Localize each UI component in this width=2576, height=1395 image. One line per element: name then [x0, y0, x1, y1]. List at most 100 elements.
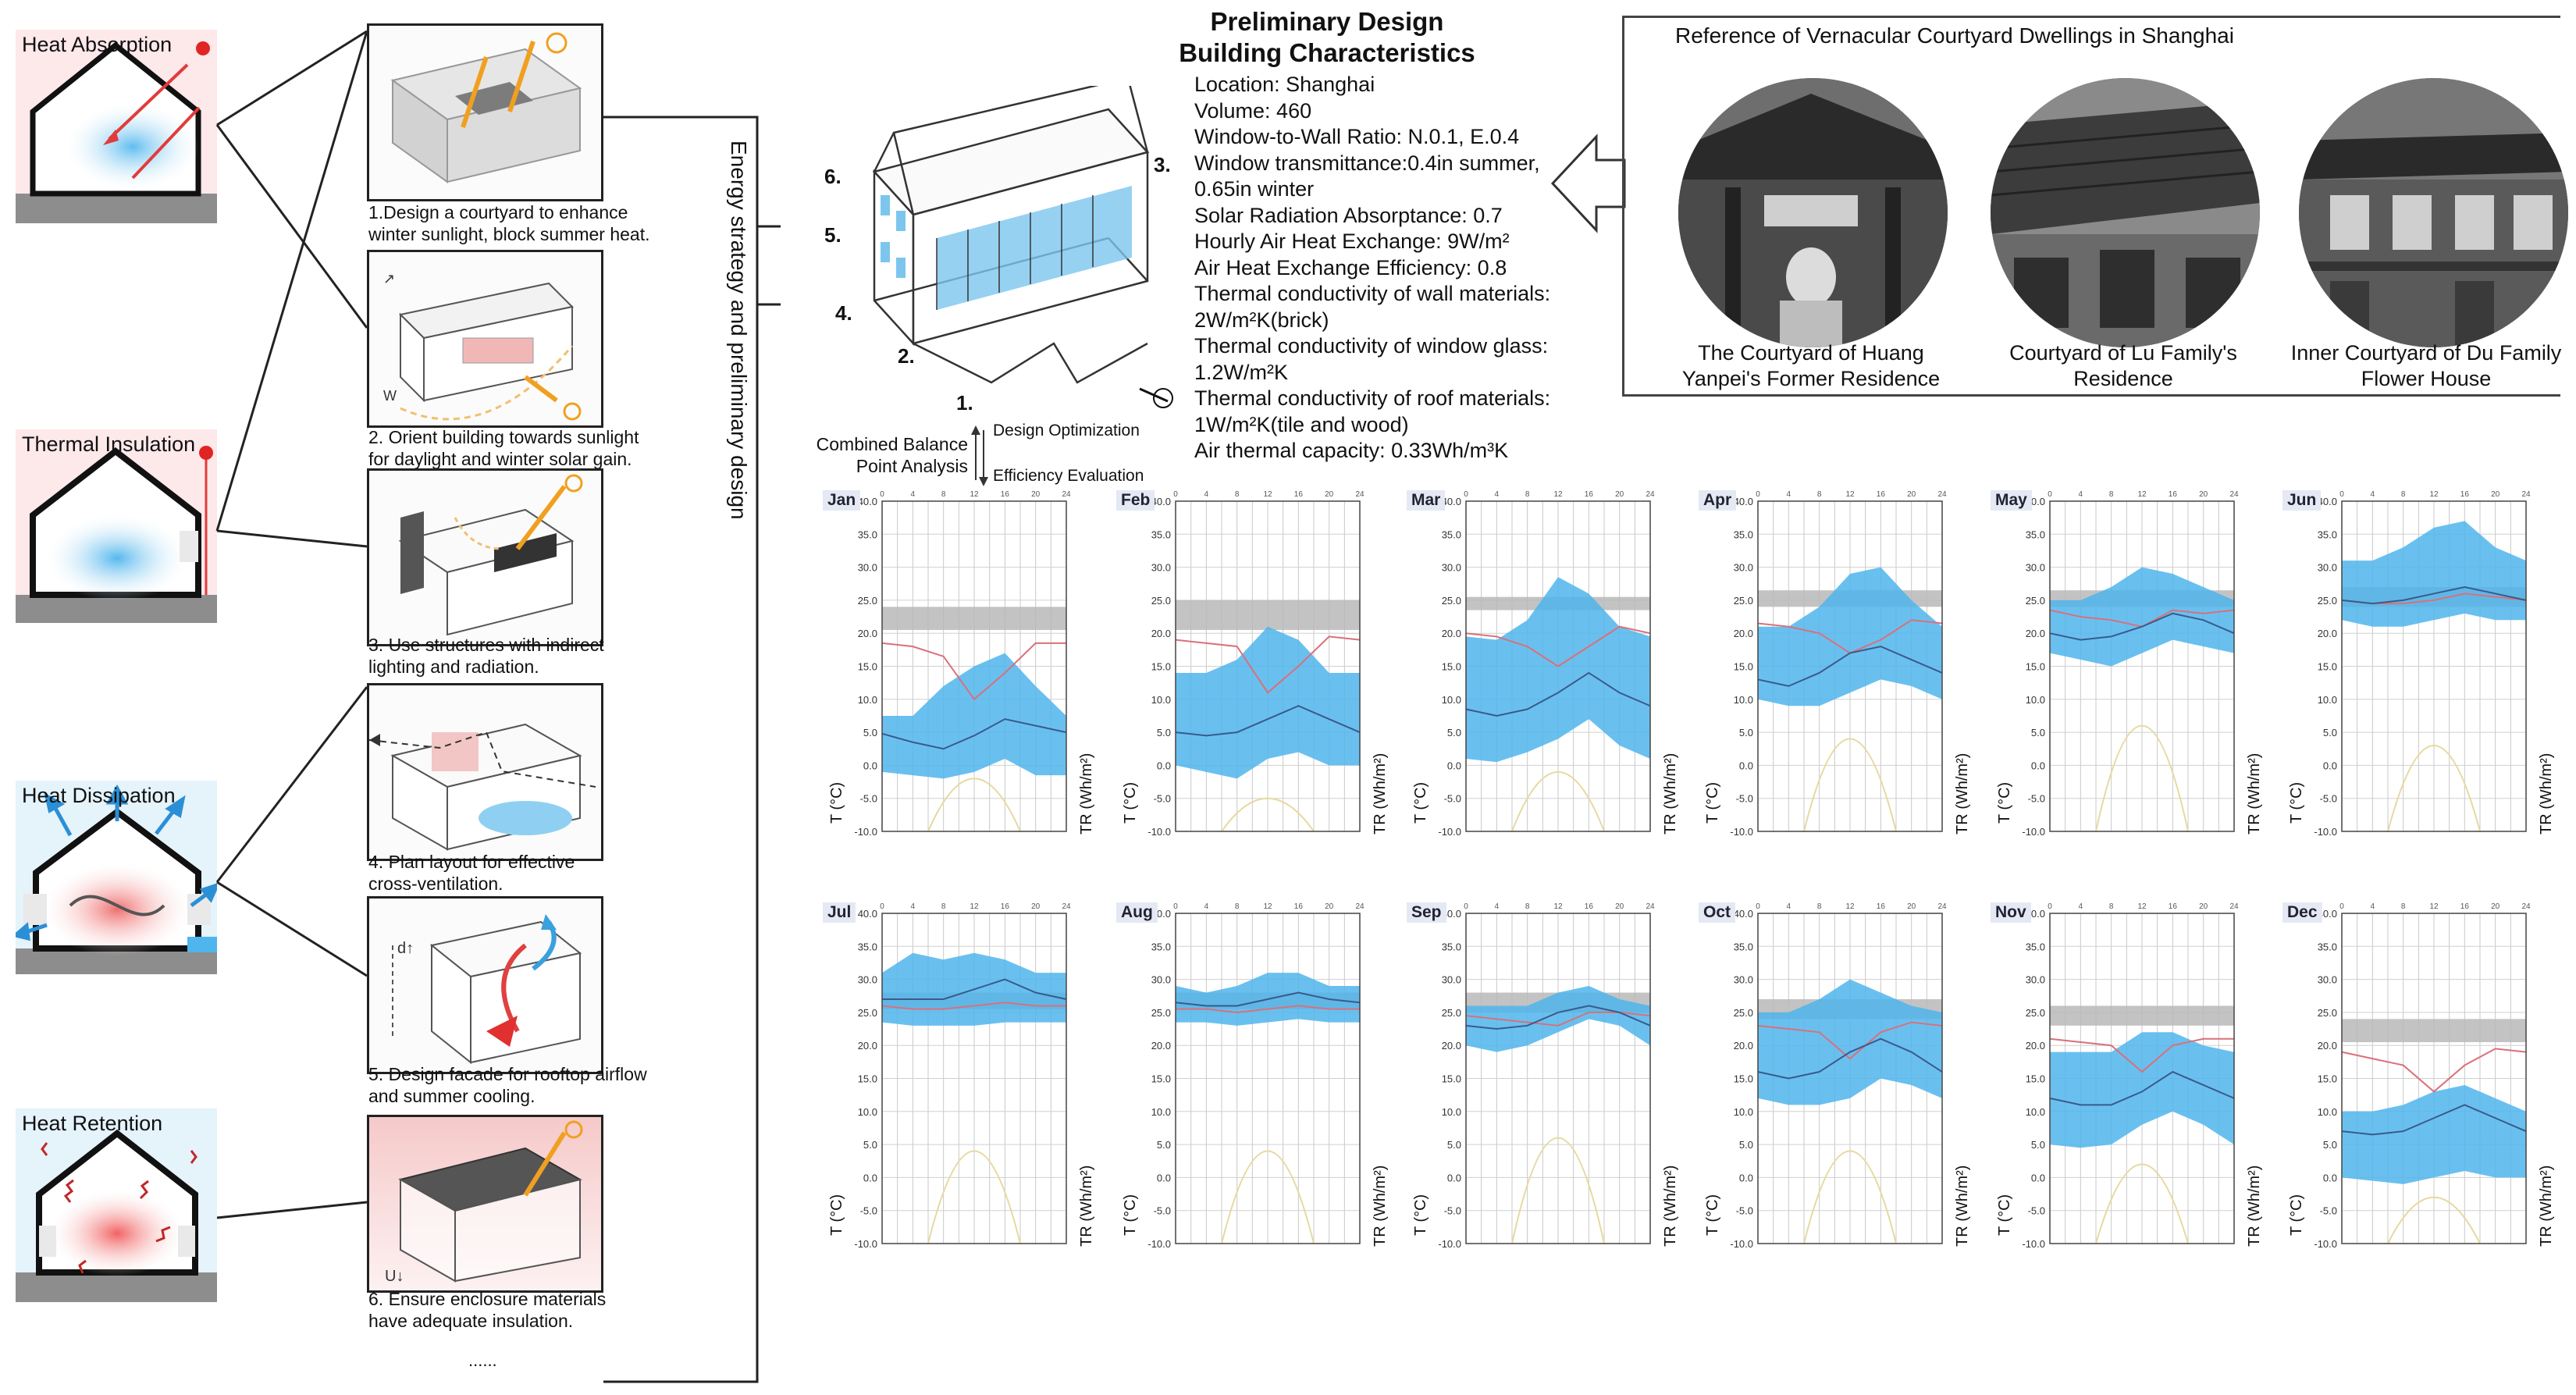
- y-tick-label: -5.0: [2320, 1205, 2337, 1217]
- x-tick-label: 16: [1294, 490, 1304, 499]
- month-chart-svg: 40.035.030.025.020.015.010.05.00.0-5.0-1…: [1996, 490, 2263, 838]
- design-param-line: Window transmittance:0.4in summer,: [1194, 151, 1540, 175]
- y-tick-label: 5.0: [2031, 727, 2045, 738]
- strategy-box-6: U↓: [367, 1115, 603, 1293]
- y-tick-label: -10.0: [2022, 826, 2045, 838]
- x-tick-label: 4: [1204, 490, 1209, 499]
- caption-line: winter sunlight, block summer heat.: [368, 224, 650, 244]
- mean-temperature-line: [1465, 671, 1651, 717]
- plot-frame: [2341, 500, 2527, 832]
- design-param-line: 2W/m²K(brick): [1194, 308, 1329, 332]
- north-arrow-icon: [1139, 387, 1173, 408]
- x-tick-label: 20: [1615, 902, 1624, 911]
- y-tick-label: 15.0: [858, 661, 877, 673]
- x-tick-label: 24: [2521, 490, 2531, 499]
- x-tick-label: 16: [1877, 902, 1886, 911]
- x-tick-label: 20: [2199, 902, 2208, 911]
- design-param-line: Volume: 460: [1194, 98, 1312, 123]
- y-tick-label: 35.0: [858, 941, 877, 952]
- y-tick-label: 0.0: [1447, 1172, 1461, 1183]
- y-tick-label: 40.0: [1442, 908, 1461, 920]
- y-tick-label: 40.0: [1734, 496, 1753, 507]
- strategy-box-5: d↑: [367, 896, 603, 1074]
- x-tick-label: 8: [2109, 902, 2114, 911]
- enclosure-insulation-diagram: U↓: [369, 1117, 601, 1290]
- x-tick-label: 4: [1787, 902, 1791, 911]
- house-heat-absorption: Heat Absorption: [16, 30, 217, 223]
- svg-text:d↑: d↑: [397, 940, 414, 957]
- indirect-lighting-diagram: [398, 474, 583, 636]
- process-left-line: Combined Balance: [816, 434, 968, 454]
- y-tick-label: 0.0: [2323, 760, 2337, 771]
- month-label: May: [1991, 490, 2032, 511]
- y-tick-label: 5.0: [1447, 727, 1461, 738]
- y-tick-label: 10.0: [1734, 1106, 1753, 1118]
- indoor-temperature-line: [1465, 625, 1651, 667]
- x-tick-label: 20: [1907, 490, 1916, 499]
- photo-caption-2: Courtyard of Lu Family's Residence: [1975, 340, 2272, 392]
- y-axis-label: T (°C): [2288, 782, 2305, 824]
- mean-temperature-line: [1175, 991, 1361, 1007]
- x-tick-label: 12: [2137, 490, 2147, 499]
- plot-frame: [2049, 913, 2235, 1244]
- y2-axis-label: TR (Wh/m²): [2246, 753, 2263, 835]
- svg-text:U↓: U↓: [385, 1268, 404, 1285]
- strategy-caption-3: 3. Use structures with indirect lighting…: [368, 634, 696, 678]
- caption-line: for daylight and winter solar gain.: [368, 449, 632, 469]
- house-heat-dissipation: Heat Dissipation: [11, 781, 221, 974]
- plot-frame: [2049, 500, 2235, 832]
- design-param-line: 1.2W/m²K: [1194, 360, 1289, 384]
- solar-radiation-line: [1803, 1150, 1897, 1244]
- y-tick-label: 10.0: [2026, 694, 2045, 706]
- reference-panel: [1622, 16, 2560, 397]
- caption-line: lighting and radiation.: [368, 657, 539, 677]
- y-tick-label: 5.0: [863, 727, 877, 738]
- y-tick-label: -10.0: [1438, 826, 1461, 838]
- y-tick-label: 15.0: [2026, 1073, 2045, 1085]
- y-tick-label: 20.0: [1442, 628, 1461, 639]
- y2-axis-label: TR (Wh/m²): [1372, 1165, 1389, 1247]
- building-model-diagram: 6. 3. 5. 4. 2. 1.: [824, 86, 1173, 414]
- indoor-temperature-line: [1757, 1021, 1943, 1060]
- photo-lu-family: [1991, 78, 2260, 347]
- y-tick-label: -10.0: [1147, 826, 1171, 838]
- orientation-diagram: ↗ W: [383, 271, 582, 421]
- x-tick-label: 0: [1464, 902, 1468, 911]
- x-tick-label: 20: [1031, 902, 1041, 911]
- strategy-box-3: [367, 468, 603, 646]
- y-tick-label: -5.0: [860, 1205, 877, 1217]
- y-tick-label: 15.0: [1151, 661, 1171, 673]
- design-param-line: Window-to-Wall Ratio: N.0.1, E.0.4: [1194, 125, 1520, 148]
- x-tick-label: 0: [2339, 490, 2344, 499]
- y-tick-label: 30.0: [1151, 974, 1171, 986]
- y-tick-label: -10.0: [2022, 1238, 2045, 1250]
- y-tick-label: 15.0: [2318, 1073, 2337, 1085]
- x-tick-label: 4: [1495, 902, 1500, 911]
- house-thermal-insulation: Thermal Insulation: [16, 429, 217, 623]
- y-tick-label: 40.0: [1442, 496, 1461, 507]
- x-tick-label: 24: [1062, 490, 1071, 499]
- mean-temperature-line: [1175, 705, 1361, 737]
- month-label: Oct: [1699, 902, 1736, 923]
- y-tick-label: 35.0: [858, 528, 877, 540]
- y-tick-label: 15.0: [2026, 661, 2045, 673]
- design-param-line: Thermal conductivity of roof materials:: [1194, 386, 1551, 410]
- house-label: Heat Absorption: [22, 33, 173, 56]
- y-tick-label: 40.0: [1734, 908, 1753, 920]
- plot-frame: [881, 500, 1067, 832]
- photo-caption-line: Yanpei's Former Residence: [1681, 367, 1941, 390]
- y-tick-label: 35.0: [1151, 528, 1171, 540]
- month-chart-svg: 40.035.030.025.020.015.010.05.00.0-5.0-1…: [828, 490, 1095, 838]
- y-axis-label: T (°C): [1122, 1194, 1139, 1236]
- y-tick-label: 15.0: [2318, 661, 2337, 673]
- x-tick-label: 24: [2521, 902, 2531, 911]
- mean-temperature-line: [2341, 585, 2527, 605]
- x-tick-label: 4: [911, 902, 916, 911]
- month-label: Jul: [823, 902, 856, 923]
- temperature-band: [2050, 567, 2234, 667]
- photo-du-family: [2299, 78, 2568, 347]
- y-tick-label: 0.0: [1157, 760, 1171, 771]
